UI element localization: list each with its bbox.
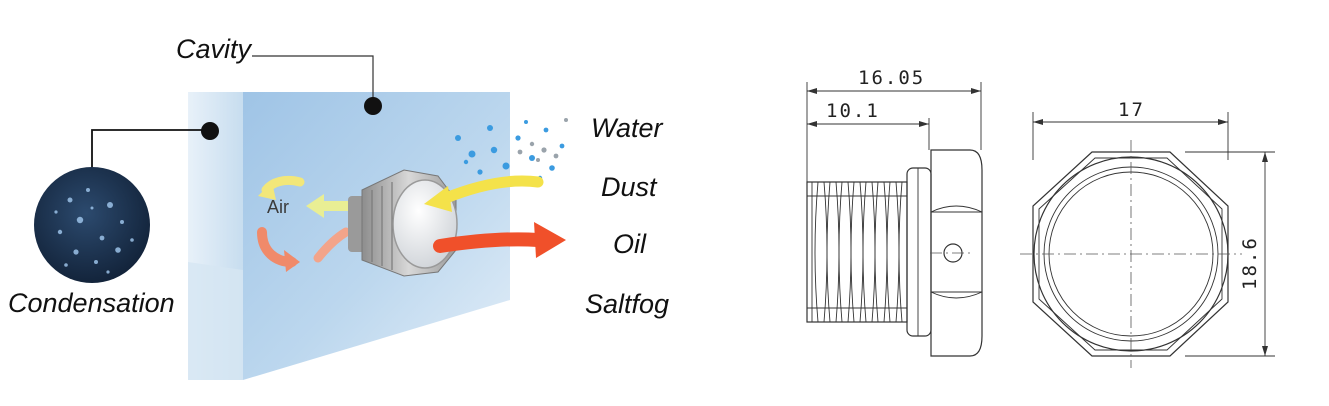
front-width-dimension: 17 — [1118, 99, 1145, 121]
condensation-marker-dot — [201, 122, 219, 140]
saltfog-label: Saltfog — [585, 289, 669, 319]
oil-label: Oil — [613, 229, 647, 259]
oil-arrow — [433, 222, 566, 258]
condensation-callout: Condensation — [8, 122, 219, 318]
cavity-callout: Cavity — [176, 34, 382, 115]
air-flow: Air — [257, 175, 351, 272]
side-view-drawing: 16.05 10.1 — [806, 67, 983, 357]
dust-label: Dust — [601, 172, 658, 202]
condensation-disc-icon — [34, 167, 150, 283]
air-arrow-red-right — [313, 227, 351, 263]
condensation-droplets — [54, 188, 134, 274]
cavity-marker-dot — [364, 97, 382, 115]
condensation-label: Condensation — [8, 288, 175, 318]
front-height-dimension: 18.6 — [1239, 236, 1261, 290]
dust-arrow — [424, 175, 544, 212]
water-label: Water — [591, 113, 664, 143]
thread-length-dimension: 10.1 — [826, 100, 880, 122]
cavity-label: Cavity — [176, 34, 253, 64]
dust-particles — [517, 118, 568, 162]
overall-length-dimension: 16.05 — [858, 67, 925, 89]
panel-bottom-face — [188, 262, 243, 380]
front-view-drawing: 17 18.6 — [1020, 99, 1275, 368]
air-label: Air — [267, 197, 289, 217]
